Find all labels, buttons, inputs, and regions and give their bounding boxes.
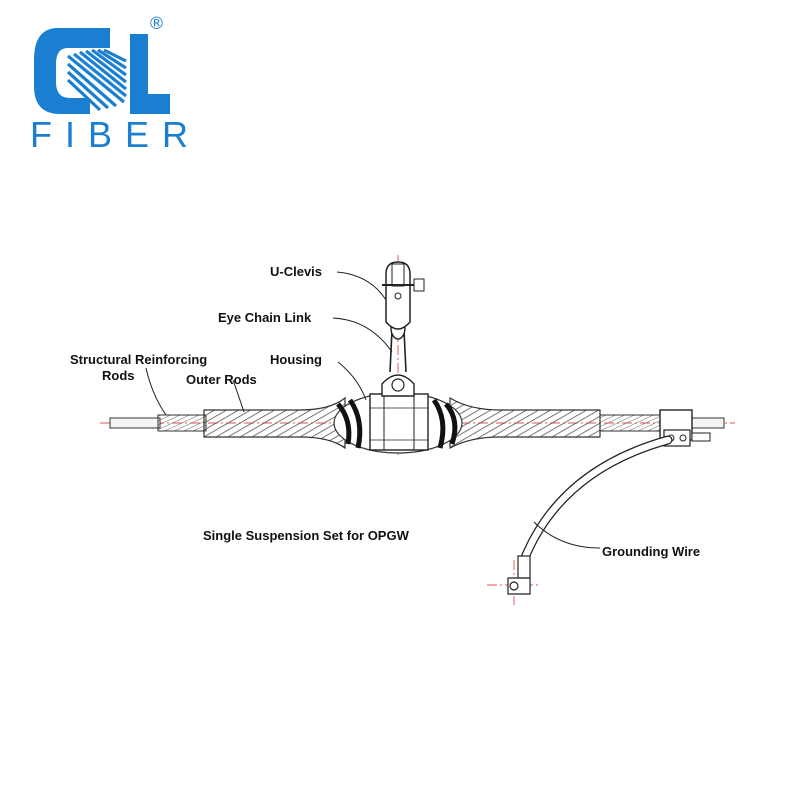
grounding-wire xyxy=(519,435,673,565)
logo-l-shape xyxy=(130,34,170,114)
label-u-clevis: U-Clevis xyxy=(270,264,322,279)
conductor-right-end xyxy=(689,417,725,429)
grounding-terminal xyxy=(507,555,531,595)
grounding-clamp xyxy=(659,409,711,447)
label-structural-reinforcing: Structural Reinforcing xyxy=(70,352,207,367)
label-grounding-wire: Grounding Wire xyxy=(602,544,700,559)
leader-lines xyxy=(145,271,601,549)
label-structural-reinforcing-rods: Rods xyxy=(102,368,135,383)
label-outer-rods: Outer Rods xyxy=(186,372,257,387)
outer-rods-left xyxy=(203,396,346,450)
registered-mark: ® xyxy=(148,14,165,34)
structural-reinforcing-rods-right xyxy=(599,414,661,432)
u-clevis xyxy=(382,261,425,330)
conductor-left-end xyxy=(109,417,161,429)
structural-reinforcing-rods-left xyxy=(157,414,207,432)
label-housing: Housing xyxy=(270,352,322,367)
label-eye-chain-link: Eye Chain Link xyxy=(218,310,312,325)
brand-name: FIBER xyxy=(30,114,202,155)
logo-fiber-stripes xyxy=(66,48,128,112)
logo-c-shape xyxy=(34,28,110,114)
housing xyxy=(369,393,429,451)
cl-fiber-logo-icon xyxy=(34,28,170,114)
outer-rods-right xyxy=(449,396,601,450)
diagram-caption: Single Suspension Set for OPGW xyxy=(203,528,410,543)
